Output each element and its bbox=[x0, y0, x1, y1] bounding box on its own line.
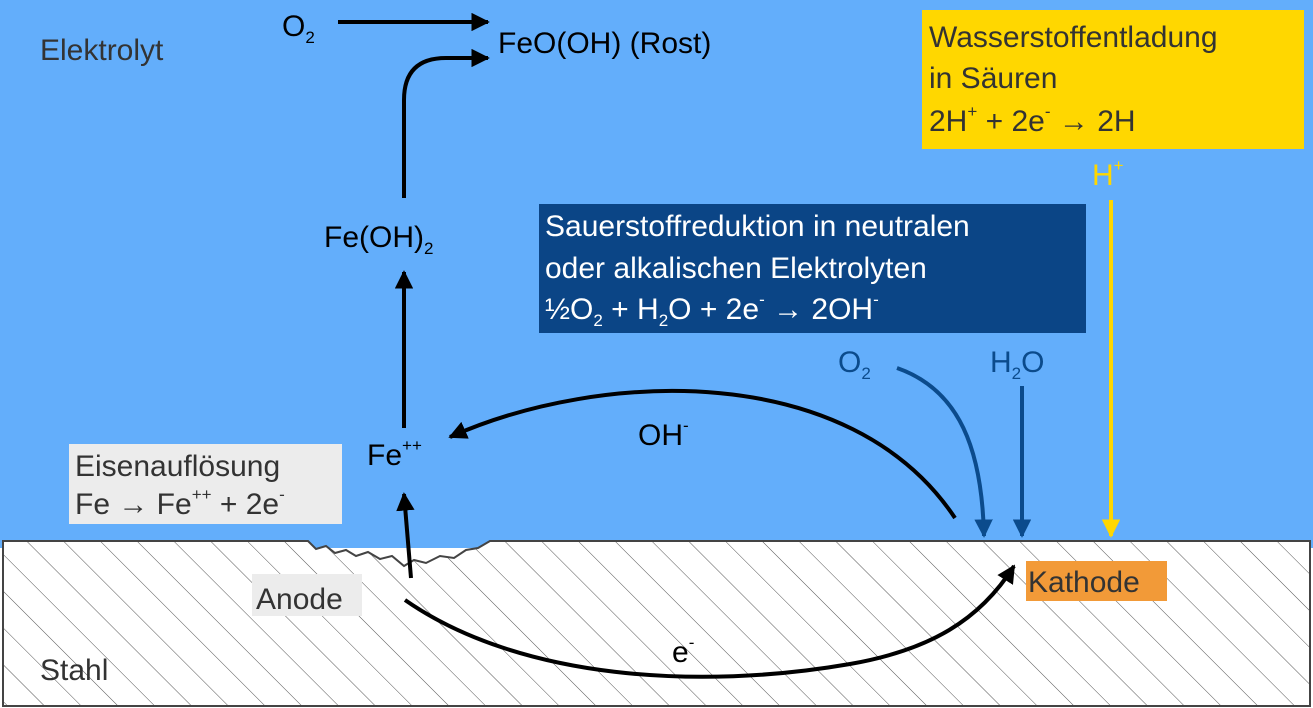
hydroxide-label: OH- bbox=[638, 416, 689, 452]
hydrogen-discharge-line1: Wasserstoffentladung bbox=[929, 21, 1218, 54]
o2-cathode-arrow bbox=[896, 366, 993, 538]
oxygen-reduction-equation: ½O2 + H2O + 2e- → 2OH- bbox=[545, 290, 879, 330]
o2-cathode-label: O2 bbox=[838, 346, 871, 383]
cathode-label: Kathode bbox=[1028, 566, 1140, 599]
rust-label: FeO(OH) (Rost) bbox=[498, 27, 711, 60]
h2o-label: H2O bbox=[990, 346, 1044, 383]
hydrogen-discharge-line2: in Säuren bbox=[929, 62, 1057, 95]
fe-ion-label: Fe++ bbox=[367, 436, 422, 472]
dissolution-title: Eisenauflösung bbox=[75, 450, 280, 483]
electron-arrow bbox=[403, 564, 1016, 679]
hydrogen-discharge-box bbox=[922, 10, 1304, 149]
hydrogen-discharge-equation: 2H+ + 2e- → 2H bbox=[929, 102, 1136, 138]
dissolution-equation: Fe → Fe++ + 2e- bbox=[75, 485, 285, 521]
oxygen-reduction-line1: Sauerstoffreduktion in neutralen bbox=[545, 210, 970, 243]
dissolution-box bbox=[69, 444, 342, 524]
anode-label-bg bbox=[252, 574, 362, 616]
oxygen-reduction-line2: oder alkalischen Elektrolyten bbox=[545, 252, 927, 285]
electron-label: e- bbox=[672, 633, 694, 669]
anode-to-fe-ion-arrow bbox=[396, 492, 415, 579]
proton-label: H+ bbox=[1092, 156, 1124, 192]
feoh2-label: Fe(OH)2 bbox=[324, 221, 433, 258]
feoh2-to-rust-arrow bbox=[402, 48, 490, 198]
hydroxide-arrow bbox=[448, 389, 957, 520]
steel-label: Stahl bbox=[40, 654, 108, 687]
oxygen-reduction-box bbox=[539, 204, 1086, 333]
anode-label: Anode bbox=[256, 583, 343, 616]
cathode-label-bg bbox=[1026, 561, 1167, 601]
o2-top-label: O2 bbox=[282, 10, 315, 47]
electrolyte-label: Elektrolyt bbox=[40, 34, 164, 67]
